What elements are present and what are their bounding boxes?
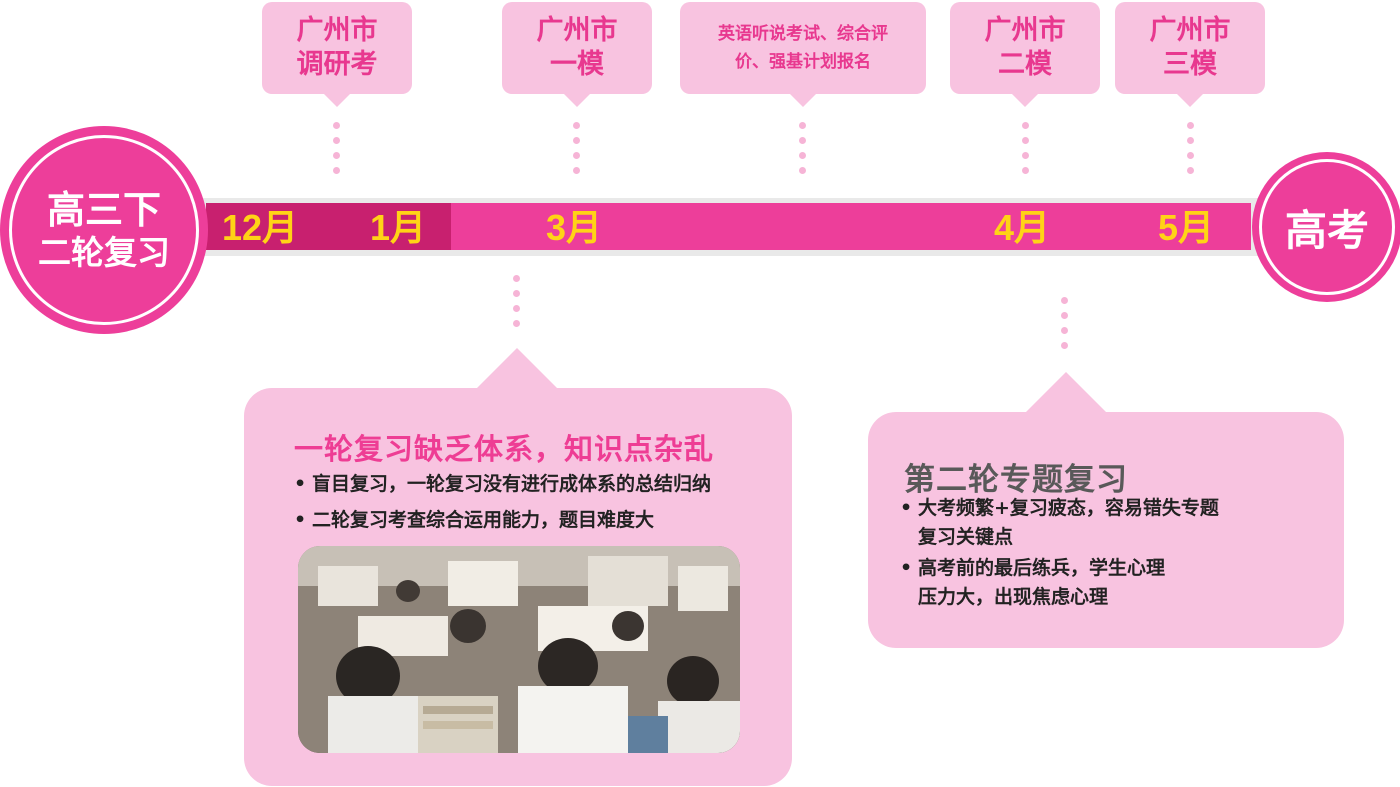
event-line-1: 广州市 bbox=[296, 15, 378, 46]
event-line-1: 英语听说考试、综合评 bbox=[718, 24, 888, 44]
end-label: 高考 bbox=[1284, 205, 1369, 255]
event-box-third-mock: 广州市 三模 bbox=[1115, 2, 1265, 107]
bullet-item: 盲目复习，一轮复习没有进行成体系的总结归纳 bbox=[294, 470, 711, 498]
start-circle-inner: 高三下 二轮复习 bbox=[9, 135, 199, 325]
event-line-2: 三模 bbox=[1163, 49, 1217, 80]
end-circle-inner: 高考 bbox=[1259, 159, 1395, 295]
timeline-bar-dark-segment bbox=[206, 203, 451, 250]
month-label-apr: 4月 bbox=[994, 207, 1051, 248]
callout-pointer bbox=[1026, 372, 1106, 412]
start-circle: 高三下 二轮复习 bbox=[0, 126, 208, 334]
event-line-1: 广州市 bbox=[984, 15, 1066, 46]
callout-problem: 一轮复习缺乏体系，知识点杂乱 盲目复习，一轮复习没有进行成体系的总结归纳 二轮复… bbox=[244, 348, 792, 786]
bullet-line: 大考频繁+复习疲态，容易错失专题 bbox=[918, 497, 1219, 519]
event-line-2: 调研考 bbox=[296, 49, 378, 80]
month-label-mar: 3月 bbox=[546, 207, 603, 248]
dotted-connector bbox=[799, 122, 807, 182]
dotted-connector bbox=[513, 275, 521, 335]
event-box-second-mock: 广州市 二模 bbox=[950, 2, 1100, 107]
event-box-survey-exam: 广州市 调研考 bbox=[262, 2, 412, 107]
bullet-item: 高考前的最后练兵，学生心理 压力大，出现焦虑心理 bbox=[900, 554, 1219, 612]
event-box-first-mock: 广州市 一模 bbox=[502, 2, 652, 107]
bullet-list: 盲目复习，一轮复习没有进行成体系的总结归纳 二轮复习考查综合运用能力，题目难度大 bbox=[294, 470, 711, 534]
dotted-connector bbox=[333, 122, 341, 182]
end-circle: 高考 bbox=[1252, 152, 1400, 302]
event-line-1: 广州市 bbox=[536, 15, 618, 46]
event-line-2: 一模 bbox=[550, 49, 604, 80]
month-label-jan: 1月 bbox=[370, 207, 427, 248]
event-box-english-exam: 英语听说考试、综合评 价、强基计划报名 bbox=[680, 2, 926, 107]
start-label-line2: 二轮复习 bbox=[38, 233, 170, 272]
dotted-connector bbox=[1187, 122, 1195, 182]
dotted-connector bbox=[573, 122, 581, 182]
bullet-line: 高考前的最后练兵，学生心理 bbox=[918, 557, 1166, 579]
dotted-connector bbox=[1061, 297, 1069, 357]
bullet-item: 大考频繁+复习疲态，容易错失专题 复习关键点 bbox=[900, 494, 1219, 552]
event-line-1: 广州市 bbox=[1149, 15, 1231, 46]
month-label-dec: 12月 bbox=[222, 207, 299, 248]
bullet-line: 复习关键点 bbox=[918, 526, 1014, 548]
callout-solution: 第二轮专题复习 大考频繁+复习疲态，容易错失专题 复习关键点 高考前的最后练兵，… bbox=[868, 372, 1344, 648]
callout-title: 第二轮专题复习 bbox=[904, 462, 1128, 498]
event-line-2: 价、强基计划报名 bbox=[735, 52, 871, 72]
callout-title: 一轮复习缺乏体系，知识点杂乱 bbox=[294, 432, 715, 466]
classroom-photo bbox=[298, 546, 740, 753]
bullet-line: 压力大，出现焦虑心理 bbox=[918, 586, 1109, 608]
callout-pointer bbox=[477, 348, 557, 388]
dotted-connector bbox=[1022, 122, 1030, 182]
month-label-may: 5月 bbox=[1158, 207, 1215, 248]
bullet-item: 二轮复习考查综合运用能力，题目难度大 bbox=[294, 506, 711, 534]
students-studying-illustration bbox=[298, 546, 740, 753]
bullet-list: 大考频繁+复习疲态，容易错失专题 复习关键点 高考前的最后练兵，学生心理 压力大… bbox=[900, 494, 1219, 612]
event-line-2: 二模 bbox=[998, 49, 1052, 80]
start-label-line1: 高三下 bbox=[46, 188, 161, 232]
